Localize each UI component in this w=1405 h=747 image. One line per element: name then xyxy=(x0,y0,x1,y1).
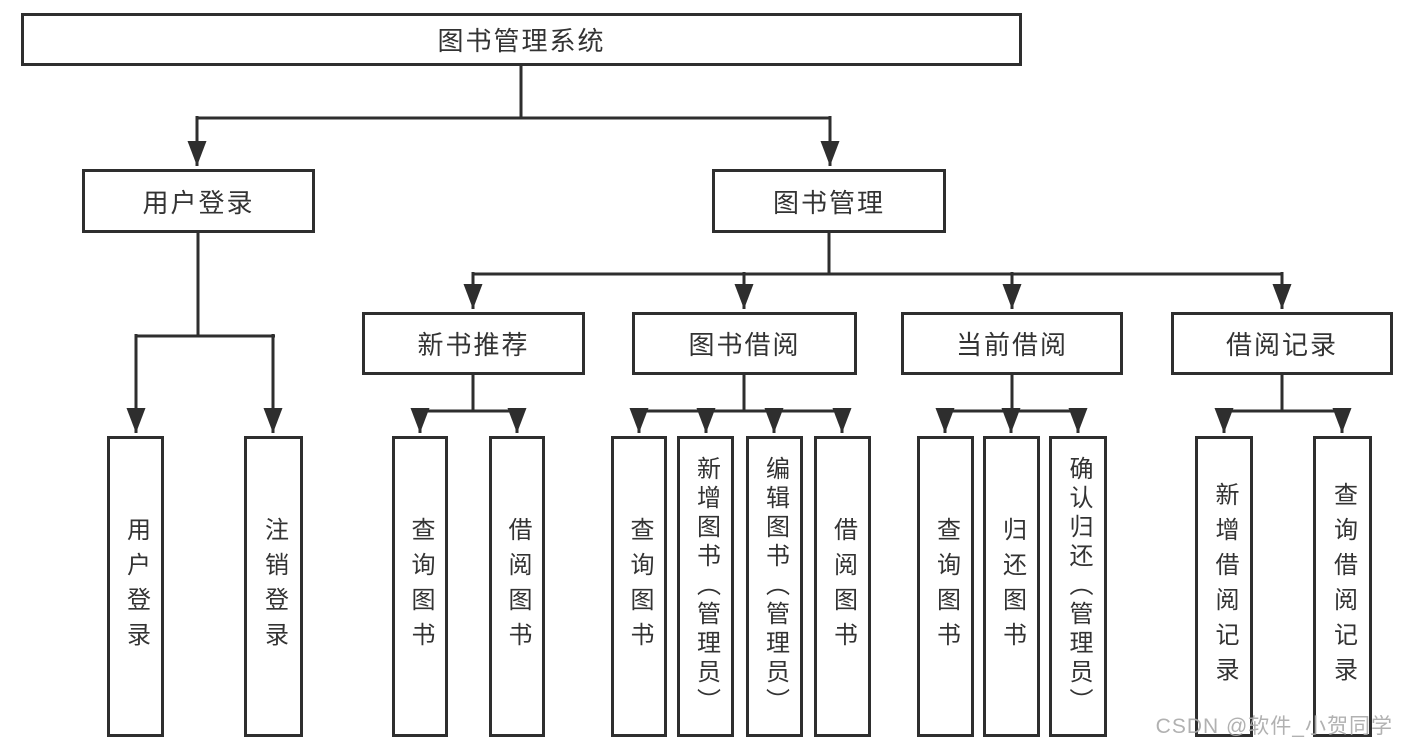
leaf-borrow-books: 借阅图书 xyxy=(814,436,871,737)
leaf-query-books-recommend: 查询图书 xyxy=(392,436,448,737)
leaf-query-books-current: 查询图书 xyxy=(917,436,974,737)
leaf-user-login: 用户登录 xyxy=(107,436,164,737)
leaf-add-book-admin: 新增图书（管理员） xyxy=(677,436,734,737)
node-book-borrow: 图书借阅 xyxy=(632,312,857,375)
leaf-borrow-books-recommend: 借阅图书 xyxy=(489,436,545,737)
leaf-logout: 注销登录 xyxy=(244,436,303,737)
csdn-watermark: CSDN @软件_小贺同学 xyxy=(1155,715,1393,738)
leaf-query-books-borrow: 查询图书 xyxy=(611,436,667,737)
leaf-return-books: 归还图书 xyxy=(983,436,1040,737)
leaf-add-borrow-record: 新增借阅记录 xyxy=(1195,436,1253,737)
leaf-confirm-return-admin: 确认归还（管理员） xyxy=(1049,436,1107,737)
node-new-book-recommend: 新书推荐 xyxy=(362,312,585,375)
node-borrow-records: 借阅记录 xyxy=(1171,312,1393,375)
node-current-borrow: 当前借阅 xyxy=(901,312,1123,375)
node-book-management: 图书管理 xyxy=(712,169,946,233)
node-root-system: 图书管理系统 xyxy=(21,13,1022,66)
leaf-query-borrow-record: 查询借阅记录 xyxy=(1313,436,1372,737)
leaf-edit-book-admin: 编辑图书（管理员） xyxy=(746,436,803,737)
node-user-login: 用户登录 xyxy=(82,169,315,233)
